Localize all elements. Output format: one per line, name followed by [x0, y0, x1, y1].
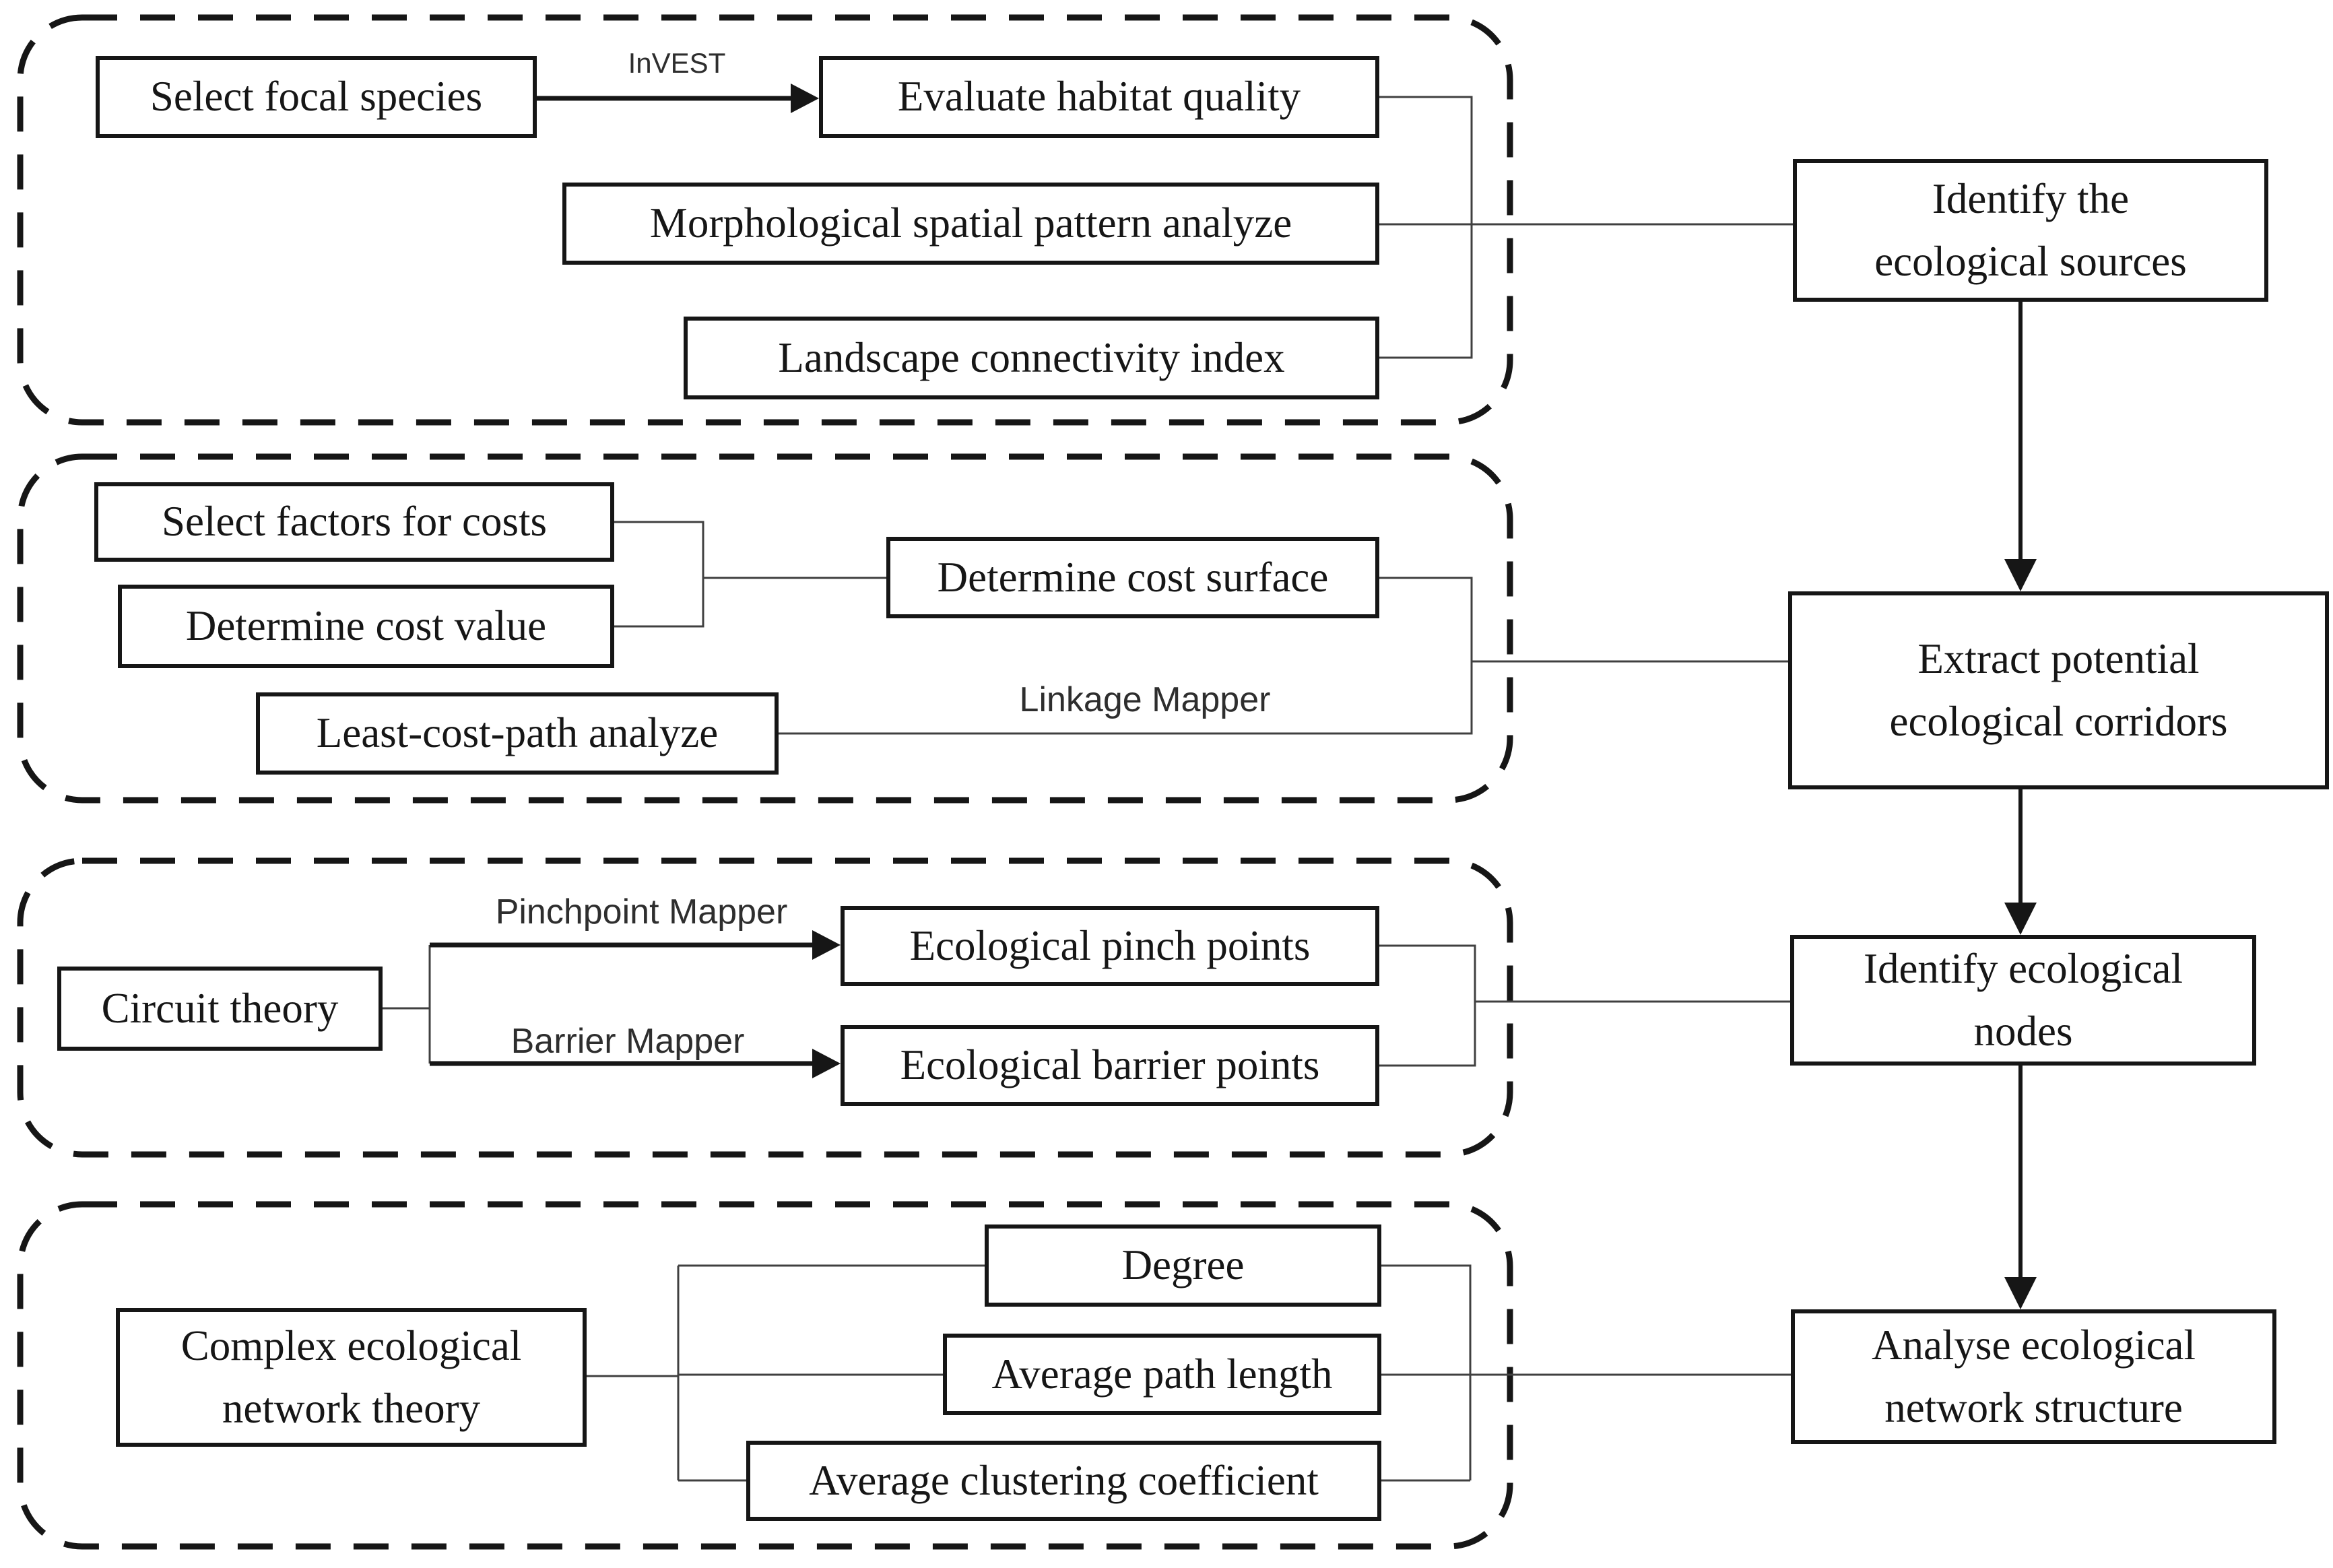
group-ecological-sources-outline — [17, 14, 1513, 426]
bracket-sources-to-identify — [1379, 96, 1793, 359]
box-ecological-barrier-points: Ecological barrier points — [841, 1025, 1379, 1106]
split-circuit-theory — [383, 945, 431, 1064]
linkage-mapper-label: Linkage Mapper — [1019, 680, 1271, 719]
box-ecological-pinch-points: Ecological pinch points — [841, 906, 1379, 986]
box-identify-ecological-nodes: Identify ecological nodes — [1790, 935, 2256, 1066]
box-determine-cost-surface: Determine cost surface — [886, 537, 1379, 618]
bracket-network-theory-to-metrics — [587, 1264, 985, 1482]
group-ecological-corridors-outline — [17, 453, 1513, 804]
box-circuit-theory: Circuit theory — [57, 967, 383, 1051]
bracket-costs-to-surface — [614, 521, 886, 628]
box-morphological-spatial-pattern-analyze: Morphological spatial pattern analyze — [562, 183, 1379, 265]
box-extract-potential-ecological-corridors: Extract potential ecological corridors — [1788, 591, 2329, 789]
box-select-focal-species: Select focal species — [96, 56, 537, 138]
box-select-factors-for-costs: Select factors for costs — [94, 482, 614, 562]
box-landscape-connectivity-index: Landscape connectivity index — [684, 317, 1379, 399]
box-least-cost-path-analyze: Least-cost-path analyze — [256, 692, 779, 775]
arrow-barrier-head — [812, 1049, 841, 1078]
box-complex-ecological-network-theory: Complex ecological network theory — [116, 1308, 587, 1447]
pinchpoint-mapper-label: Pinchpoint Mapper — [495, 892, 788, 932]
bracket-surface-to-corridors — [779, 577, 1788, 735]
arrow-pinchpoint-head — [812, 930, 841, 960]
box-identify-the-ecological-sources: Identify the ecological sources — [1793, 159, 2268, 302]
arrow-invest-head — [791, 84, 819, 113]
barrier-mapper-label: Barrier Mapper — [511, 1022, 745, 1061]
arrow-sources-to-corridors-head — [2004, 559, 2037, 591]
box-average-clustering-coefficient: Average clustering coefficient — [746, 1441, 1381, 1521]
group-ecological-nodes-outline — [17, 857, 1513, 1158]
bracket-points-to-nodes — [1379, 944, 1790, 1067]
box-analyse-ecological-network-structure: Analyse ecological network structure — [1791, 1309, 2276, 1444]
box-determine-cost-value: Determine cost value — [118, 585, 614, 668]
bracket-metrics-to-analyse — [1381, 1264, 1791, 1482]
invest-label: InVEST — [628, 47, 726, 79]
box-evaluate-habitat-quality: Evaluate habitat quality — [819, 56, 1379, 138]
box-average-path-length: Average path length — [943, 1334, 1381, 1415]
arrow-corridors-to-nodes-head — [2004, 903, 2037, 935]
box-degree: Degree — [985, 1224, 1381, 1307]
arrow-nodes-to-analyse-head — [2004, 1277, 2037, 1309]
